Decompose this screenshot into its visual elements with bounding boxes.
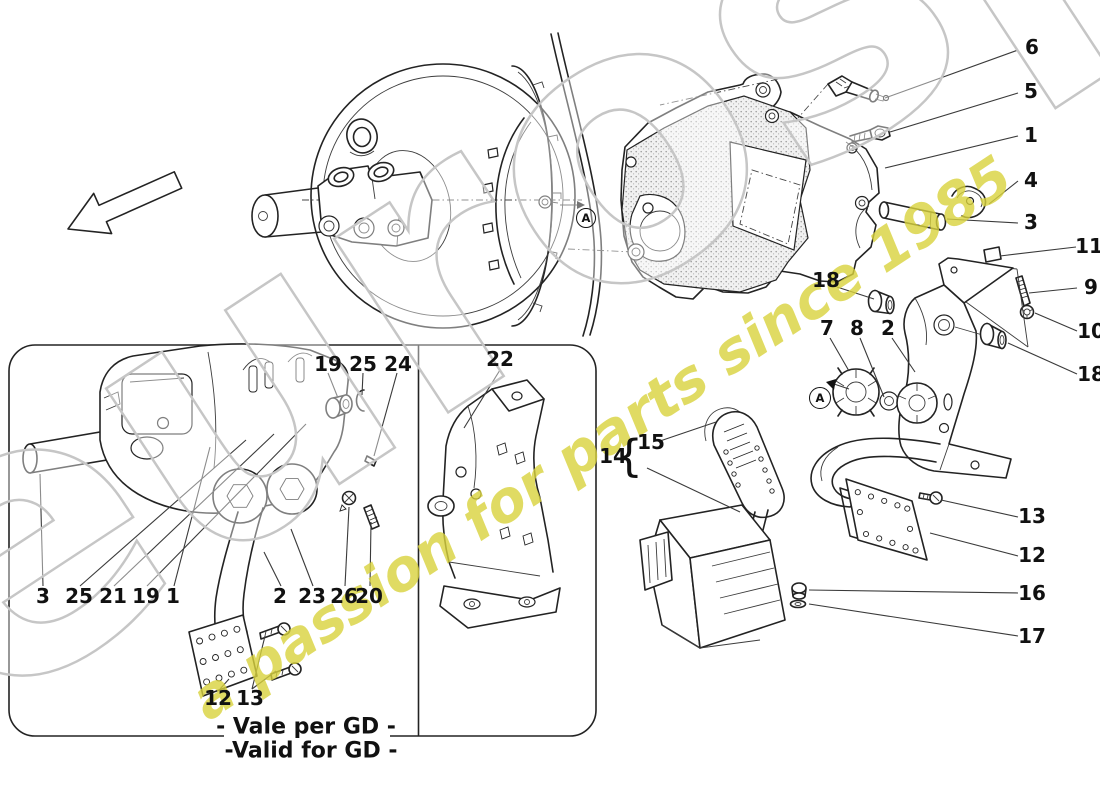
callout-26-inset: 26 — [330, 584, 358, 608]
bushing-lower — [979, 322, 1007, 350]
callout-14: 14 — [599, 444, 627, 468]
callout-14-brace: { — [615, 430, 643, 482]
damper-assembly — [832, 367, 938, 424]
callout-20-inset: 20 — [355, 584, 383, 608]
callout-24: 24 — [384, 352, 412, 376]
gd-pedal-assembly — [22, 343, 380, 697]
clevis-pin — [878, 201, 947, 231]
callout-11: 11 — [1075, 234, 1100, 258]
callout-25-inset: 25 — [65, 584, 93, 608]
callout-6: 6 — [1025, 35, 1039, 59]
callout-3-inset: 3 — [36, 584, 50, 608]
callout-4: 4 — [1024, 168, 1038, 192]
callout-5: 5 — [1024, 79, 1038, 103]
callout-1-inset: 1 — [166, 584, 180, 608]
pedal-bracket — [898, 257, 1029, 479]
footnote-english: -Valid for GD - — [224, 738, 398, 764]
callout-1: 1 — [1024, 123, 1038, 147]
callout-21-inset: 21 — [99, 584, 127, 608]
footnote-italian: - Vale per GD - — [216, 714, 396, 740]
callout-8: 8 — [850, 316, 864, 340]
callout-2-inset: 2 — [273, 584, 287, 608]
view-marker-booster: A — [576, 208, 596, 228]
callout-13-right: 13 — [1018, 504, 1046, 528]
callout-25-top: 25 — [349, 352, 377, 376]
callout-19-inset: 19 — [132, 584, 160, 608]
callout-7: 7 — [820, 316, 834, 340]
callout-2-mid: 2 — [881, 316, 895, 340]
callout-16: 16 — [1018, 581, 1046, 605]
inset-box — [8, 344, 597, 743]
callout-10: 10 — [1077, 319, 1100, 343]
callout-9: 9 — [1084, 275, 1098, 299]
stop-switch — [827, 75, 890, 103]
view-marker-pedal: A — [809, 387, 831, 409]
leader-lines — [39, 49, 1078, 690]
callout-13-inset: 13 — [236, 686, 264, 710]
retaining-clip — [951, 185, 987, 219]
callout-19-top: 19 — [314, 352, 342, 376]
brake-pedal — [810, 437, 943, 561]
bushing-upper — [867, 289, 895, 315]
accelerator-pedal — [639, 407, 807, 649]
cover-screw — [849, 125, 891, 143]
brake-servo — [251, 32, 635, 337]
callout-12-inset: 12 — [204, 686, 232, 710]
callout-15: 15 — [637, 430, 665, 454]
callout-22: 22 — [486, 347, 514, 371]
callout-23-inset: 23 — [298, 584, 326, 608]
callout-3: 3 — [1024, 210, 1038, 234]
callout-18-right: 18 — [1077, 362, 1100, 386]
callout-18-mid: 18 — [812, 268, 840, 292]
callout-17: 17 — [1018, 624, 1046, 648]
firewall-cover — [620, 72, 880, 300]
callout-12-right: 12 — [1018, 543, 1046, 567]
square-key — [983, 246, 1002, 263]
pedal-view-arrow — [826, 379, 850, 390]
stud — [1015, 275, 1031, 307]
direction-arrow — [67, 171, 183, 235]
mounting-bracket-22 — [427, 379, 561, 629]
